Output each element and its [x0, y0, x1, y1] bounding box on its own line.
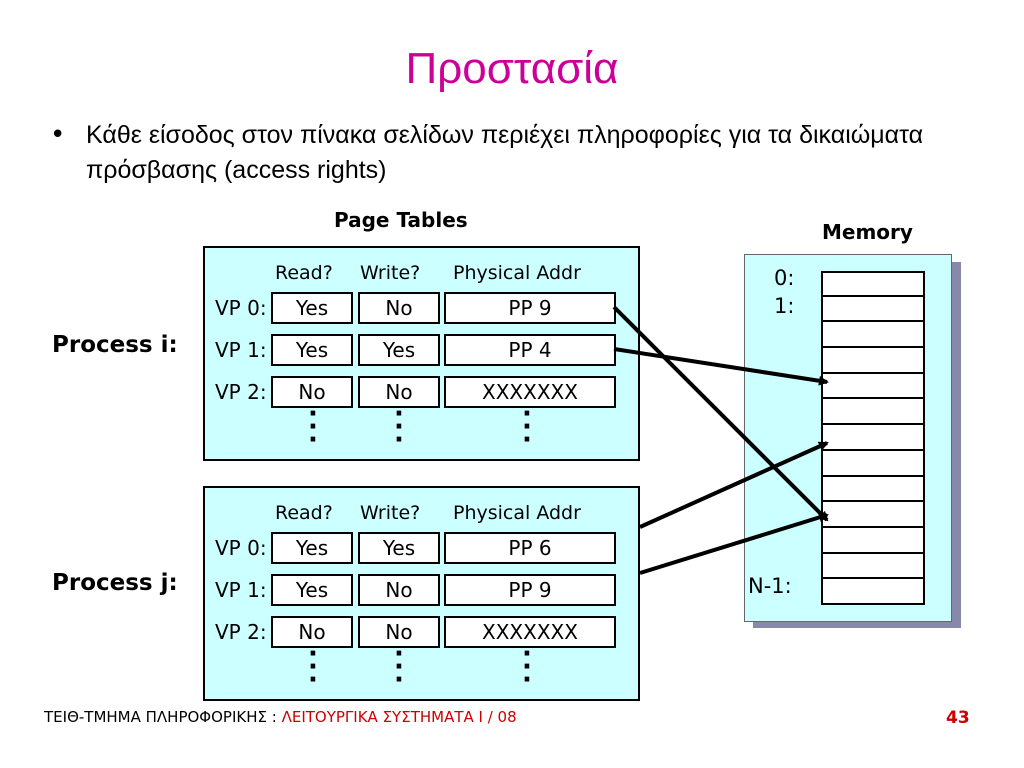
header-read: Read? — [275, 262, 333, 284]
memory-frame — [821, 476, 925, 503]
memory-frame — [821, 450, 925, 477]
addr-cell: PP 9 — [444, 574, 616, 606]
addr-cell: XXXXXXX — [444, 376, 616, 408]
write-cell: Yes — [358, 532, 440, 564]
read-cell: Yes — [271, 334, 353, 366]
header-write: Write? — [360, 262, 421, 284]
ellipsis-icon: ··· — [394, 399, 404, 455]
header-write: Write? — [360, 502, 421, 524]
header-physical-addr: Physical Addr — [453, 262, 581, 284]
ellipsis-icon: ··· — [522, 639, 532, 695]
memory-frame — [821, 296, 925, 323]
read-cell: No — [271, 616, 353, 648]
write-cell: No — [358, 616, 440, 648]
memory-frame — [821, 425, 925, 451]
page-table-process-i: Read? Write? Physical Addr VP 0: VP 1: V… — [203, 246, 640, 461]
memory-index-first: 0: — [774, 266, 795, 290]
vp-label: VP 1: — [215, 338, 267, 362]
memory-index-last: N-1: — [748, 574, 792, 598]
read-cell: No — [271, 376, 353, 408]
vp-label: VP 1: — [215, 578, 267, 602]
read-cell: Yes — [271, 292, 353, 324]
arrow-j-vp0 — [639, 441, 829, 529]
arrow-i-vp0 — [612, 305, 829, 522]
memory-index-second: 1: — [774, 294, 795, 318]
vp-label: VP 2: — [215, 620, 267, 644]
footer-course-title: ΛΕΙΤΟΥΡΓΙΚΑ ΣΥΣΤΗΜΑΤΑ Ι / 08 — [281, 708, 517, 726]
bullet-icon: • — [50, 120, 66, 150]
bullet-text: Κάθε είσοδος στον πίνακα σελίδων περιέχε… — [86, 121, 924, 184]
process-i-label: Process i: — [52, 332, 178, 358]
vp-label: VP 0: — [215, 296, 267, 320]
read-cell: Yes — [271, 532, 353, 564]
write-cell: No — [358, 292, 440, 324]
memory-frame — [821, 502, 925, 528]
addr-cell: PP 9 — [444, 292, 616, 324]
header-read: Read? — [275, 502, 333, 524]
page-number: 43 — [946, 708, 970, 728]
addr-cell: PP 6 — [444, 532, 616, 564]
arrow-i-vp1 — [613, 347, 829, 386]
page-tables-label: Page Tables — [334, 208, 468, 232]
write-cell: Yes — [358, 334, 440, 366]
memory-frame — [821, 527, 925, 554]
memory-frame — [821, 579, 925, 605]
process-j-label: Process j: — [52, 570, 178, 596]
memory-frame — [821, 399, 925, 426]
vp-label: VP 0: — [215, 536, 267, 560]
ellipsis-icon: ··· — [394, 639, 404, 695]
read-cell: Yes — [271, 574, 353, 606]
write-cell: No — [358, 574, 440, 606]
addr-cell: XXXXXXX — [444, 616, 616, 648]
ellipsis-icon: ··· — [308, 639, 318, 695]
page-table-process-j: Read? Write? Physical Addr VP 0: VP 1: V… — [203, 486, 640, 701]
memory-frame — [821, 373, 925, 400]
slide-title: Προστασία — [405, 44, 619, 93]
memory-frame — [821, 553, 925, 580]
addr-cell: PP 4 — [444, 334, 616, 366]
header-physical-addr: Physical Addr — [453, 502, 581, 524]
footer-course: ΤΕΙΘ-ΤΜΗΜΑ ΠΛΗΡΟΦΟΡΙΚΗΣ : ΛΕΙΤΟΥΡΓΙΚΑ ΣΥ… — [44, 708, 517, 726]
vp-label: VP 2: — [215, 380, 267, 404]
memory-label: Memory — [822, 220, 913, 244]
ellipsis-icon: ··· — [522, 399, 532, 455]
arrow-j-vp1 — [639, 512, 829, 575]
ellipsis-icon: ··· — [308, 399, 318, 455]
memory-frame — [821, 271, 925, 297]
memory-cells — [821, 271, 925, 605]
write-cell: No — [358, 376, 440, 408]
memory-frame — [821, 348, 925, 374]
memory-frame — [821, 322, 925, 349]
footer-department: ΤΕΙΘ-ΤΜΗΜΑ ΠΛΗΡΟΦΟΡΙΚΗΣ : — [44, 708, 277, 726]
